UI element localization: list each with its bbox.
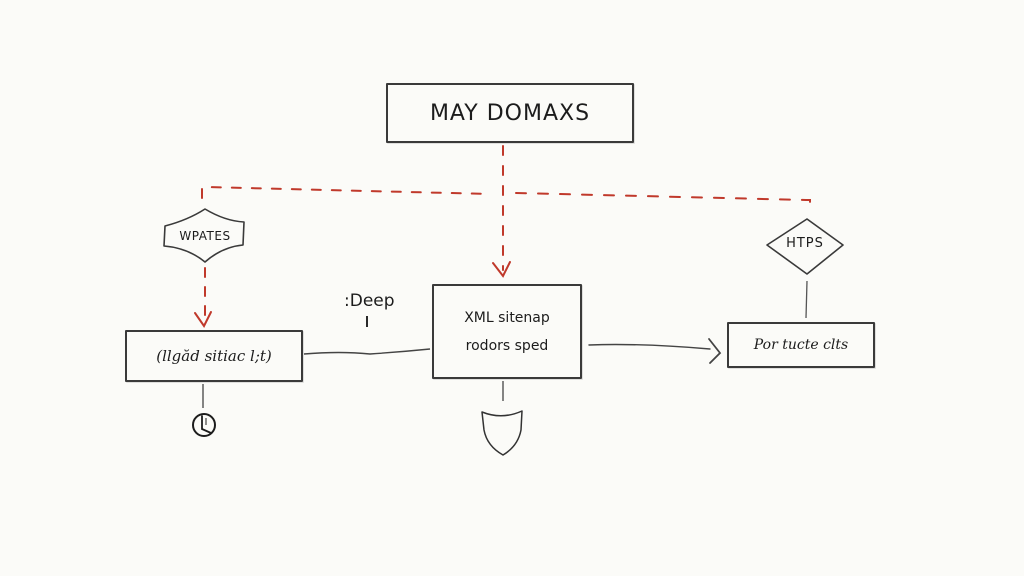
shield-icon [481,410,523,456]
connector-https-to-right-box [805,280,808,319]
xml-sitemap-line1: XML sitenap [464,309,550,326]
deep-annotation: :Deep [344,291,395,311]
title-box: MAY DOMAXS [386,83,634,143]
xml-sitemap-box: XML sitenap rodors sped [432,284,582,379]
left-process-label: (llgăd sitiac l;t) [156,347,272,365]
dashed-connector-left-branch [201,185,491,199]
writes-decision-shape [163,208,245,263]
right-process-box: Por tucte clts [727,322,875,368]
right-process-label: Por tucte clts [753,337,849,353]
connector-left-to-center [303,348,431,355]
clock-icon [192,413,216,437]
writes-decision-label: WPATES [179,229,231,243]
deep-annotation-tick [366,316,368,327]
https-decision-shape [766,218,844,275]
dashed-connector-right-branch [515,192,811,210]
dashed-connector-title-to-center [492,145,511,278]
diagram-title: MAY DOMAXS [429,100,591,126]
xml-sitemap-line2: rodors sped [465,337,549,354]
left-process-box: (llgăd sitiac l;t) [125,330,303,382]
connector-center-to-right [588,338,722,364]
https-decision-label: HTPS [786,236,824,251]
dashed-connector-writes-to-left-box [194,267,212,328]
